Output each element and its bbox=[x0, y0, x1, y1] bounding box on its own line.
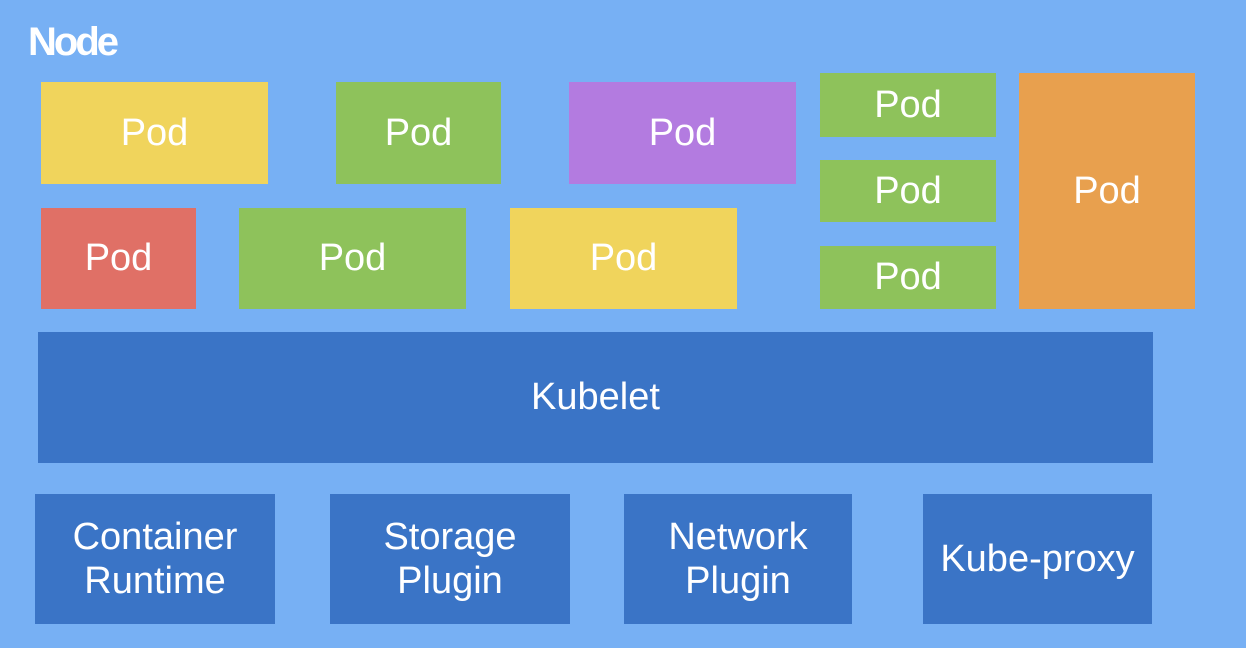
pod-box: Pod bbox=[1019, 73, 1195, 309]
pod-label: Pod bbox=[874, 256, 942, 298]
pod-label: Pod bbox=[318, 237, 387, 279]
component-label-line1: Network bbox=[668, 516, 808, 558]
pod-box: Pod bbox=[820, 160, 996, 222]
network-plugin-box: Network Plugin bbox=[624, 494, 852, 624]
component-label-line1: Container bbox=[72, 516, 238, 558]
pod-label: Pod bbox=[874, 169, 942, 212]
pod-label: Pod bbox=[874, 83, 942, 126]
pod-label: Pod bbox=[384, 111, 453, 154]
pod-box: Pod bbox=[569, 82, 796, 184]
pod-label: Pod bbox=[589, 237, 658, 279]
pod-box: Pod bbox=[41, 82, 268, 184]
container-runtime-box: Container Runtime bbox=[35, 494, 275, 624]
pod-box: Pod bbox=[239, 208, 466, 309]
pod-box: Pod bbox=[41, 208, 196, 309]
pod-box: Pod bbox=[510, 208, 737, 309]
pod-label: Pod bbox=[1073, 169, 1141, 212]
node-title: Node bbox=[28, 20, 119, 64]
component-label-line1: Kube-proxy bbox=[940, 538, 1135, 580]
kubelet-label: Kubelet bbox=[531, 376, 660, 418]
component-label-line2: Plugin bbox=[685, 560, 791, 602]
kubelet-box: Kubelet bbox=[38, 332, 1153, 463]
pod-box: Pod bbox=[820, 73, 996, 137]
component-label-line2: Plugin bbox=[397, 560, 503, 602]
component-label-line2: Runtime bbox=[84, 560, 226, 602]
component-label-line1: Storage bbox=[383, 516, 517, 558]
storage-plugin-box: Storage Plugin bbox=[330, 494, 570, 624]
pod-label: Pod bbox=[120, 111, 189, 154]
pod-box: Pod bbox=[336, 82, 501, 184]
pod-box: Pod bbox=[820, 246, 996, 309]
kube-proxy-box: Kube-proxy bbox=[923, 494, 1152, 624]
pod-label: Pod bbox=[84, 237, 153, 279]
pod-label: Pod bbox=[648, 111, 717, 154]
